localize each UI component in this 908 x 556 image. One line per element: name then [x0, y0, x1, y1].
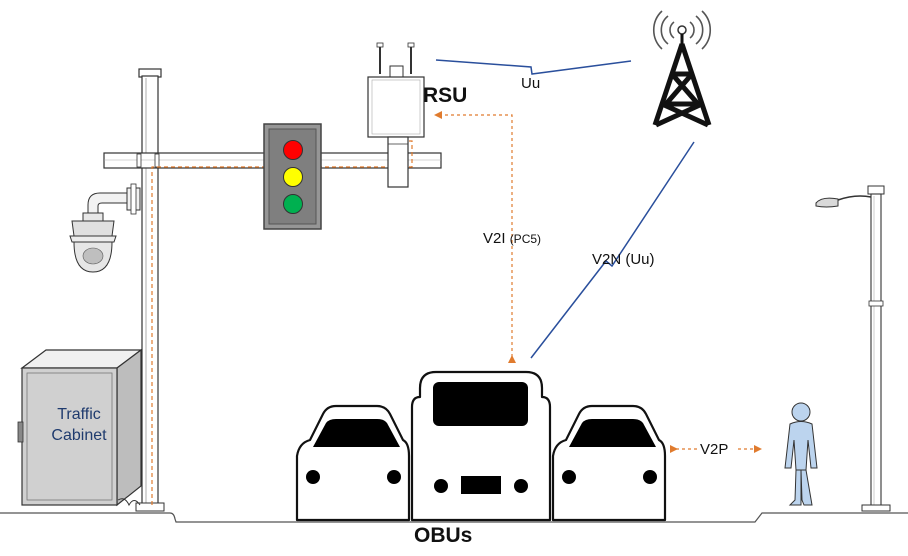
v2i-label-sub: (PC5) — [509, 232, 542, 246]
main-pole — [135, 68, 165, 512]
v2n-wireless-link — [530, 141, 695, 359]
v2p-label: V2P — [700, 441, 729, 458]
bus-icon — [410, 370, 552, 522]
traffic-light-icon — [263, 123, 322, 230]
camera-icon — [69, 183, 141, 273]
street-lamp-icon — [815, 185, 891, 512]
rsu-unit — [367, 42, 425, 188]
v2i-label-main: V2I — [483, 230, 506, 247]
v2n-label: V2N (Uu) — [592, 251, 655, 268]
obus-label: OBUs — [414, 524, 473, 547]
antenna-tower-icon — [652, 10, 712, 128]
traffic-cabinet — [17, 348, 143, 507]
rsu-label: RSU — [423, 84, 468, 107]
ground-line — [0, 512, 908, 523]
cabinet-label-line2: Cabinet — [51, 427, 107, 444]
v2i-link — [434, 111, 516, 363]
v2i-label: V2I (PC5) — [483, 230, 541, 247]
uu-wireless-link — [435, 59, 632, 75]
car-icon — [295, 404, 411, 522]
pedestrian-icon — [784, 402, 818, 506]
cable-path — [151, 140, 413, 505]
cabinet-label-line1: Traffic — [57, 406, 101, 423]
car-icon-2 — [551, 404, 667, 522]
uu-label: Uu — [521, 75, 541, 92]
cabinet-label: Traffic Cabinet — [44, 404, 114, 446]
